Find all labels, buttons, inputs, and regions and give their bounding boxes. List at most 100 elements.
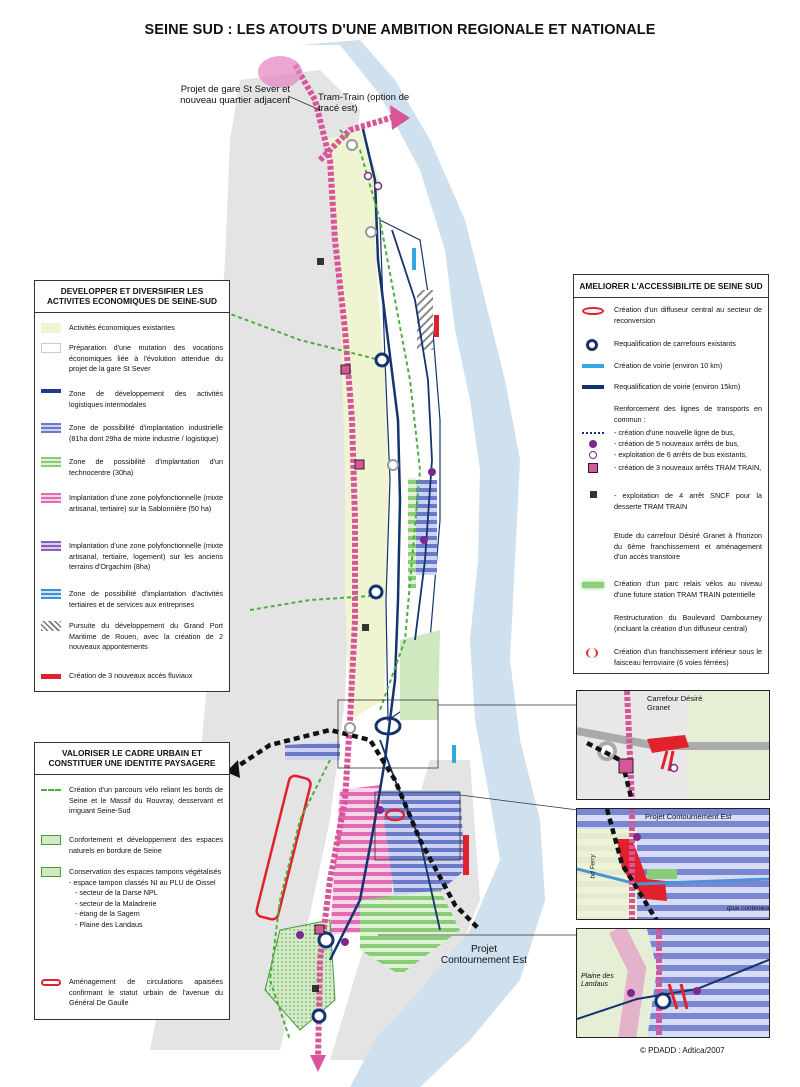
swatch-orgachim — [41, 541, 61, 551]
swatch-diffuseur — [582, 307, 604, 315]
legend-accessibility: AMELIORER L'ACCESSIBILITE DE SEINE SUD C… — [573, 274, 769, 674]
legend-item: Création de 3 nouveaux accès fluviaux — [69, 671, 193, 680]
new-road-1 — [412, 248, 416, 270]
swatch-bike — [41, 789, 61, 793]
label-tram-train: Tram-Train (option de tracé est) — [318, 92, 410, 114]
bus-stop-new-1 — [428, 468, 436, 476]
inset-2-graphic — [577, 809, 769, 919]
gare-st-sever — [258, 56, 302, 88]
swatch-activities — [41, 323, 61, 333]
swatch-natural — [41, 835, 61, 845]
legend-item: Zone de possibilité d'implantation d'un … — [69, 457, 223, 477]
swatch-bus-exist — [589, 451, 597, 459]
road-east — [391, 229, 433, 641]
inset-2-quai: quai conteneur — [727, 905, 770, 912]
legend-item: Création d'un parc relais vélos au nivea… — [614, 579, 762, 599]
label-gare: Projet de gare St Sever et nouveau quart… — [180, 84, 290, 106]
legend-item: - création de 3 nouveaux arrêts TRAM TRA… — [614, 463, 762, 472]
legend-item: Pursuite du développement du Grand Port … — [69, 621, 223, 651]
zone-industrial — [415, 480, 437, 575]
zone-technocentre — [408, 478, 416, 588]
legend-economic: DEVELOPPER ET DIVERSIFIER LES ACTIVITES … — [34, 280, 230, 692]
frame-zoom-1 — [337, 699, 439, 769]
legend-economic-title: DEVELOPPER ET DIVERSIFIER LES ACTIVITES … — [35, 281, 229, 313]
swatch-carrefour — [586, 339, 598, 351]
tram-arrow-south — [310, 1055, 326, 1072]
bike-path-west — [268, 759, 331, 1041]
swatch-new-road — [582, 364, 604, 368]
inset-3-label: Plaine des Landaus — [581, 973, 614, 988]
contournement-route — [230, 727, 482, 932]
swatch-bus-new — [589, 440, 597, 448]
legend-subitem: - secteur de la Maladrerie — [75, 898, 157, 908]
swatch-logistique — [41, 389, 61, 397]
legend-item: Aménagement de circulations apaisées con… — [69, 977, 223, 1007]
tram-stop-2 — [354, 459, 365, 470]
legend-item: Implantation d'une zone polyfonctionnell… — [69, 541, 223, 571]
legend-subitem: - Plaine des Landaus — [75, 919, 143, 929]
fluvial-access-1 — [434, 315, 439, 337]
swatch-fluvial — [41, 674, 61, 679]
legend-subitem: - étang de la Sagem — [75, 909, 140, 918]
fluvial-access-2 — [463, 835, 469, 875]
inset-1-label: Carrefour Désiré Granet — [647, 694, 703, 712]
swatch-franchissement — [586, 648, 598, 658]
legend-tampon-block: Conservation des espaces tampons végétal… — [69, 867, 223, 930]
new-road-2 — [452, 745, 456, 763]
bus-stop-new-3 — [376, 806, 384, 814]
bus-stop-exist-1 — [363, 171, 373, 181]
tram-train-east-option — [317, 112, 401, 163]
legend-item: Préparation d'une mutation des vocations… — [69, 343, 223, 373]
tram-stop-3 — [314, 924, 325, 935]
bus-stop-exist-2 — [373, 181, 383, 191]
swatch-tram-stop — [588, 463, 598, 473]
legend-item: Création de voirie (environ 10 km) — [614, 361, 723, 370]
copyright: © PDADD : Adtica/2007 — [640, 1046, 725, 1055]
swatch-port — [41, 621, 61, 631]
bike-path-2 — [249, 595, 371, 611]
zone-logistique — [285, 742, 340, 760]
label-contournement: Projet Contournement Est — [440, 944, 528, 966]
legend-item: Création d'un franchissement inférieur s… — [614, 647, 762, 667]
leader-gare — [287, 95, 321, 111]
legend-item: Création d'un diffuseur central au secte… — [614, 305, 762, 325]
carrefour-granet — [374, 716, 402, 736]
legend-urban: VALORISER LE CADRE URBAIN ET CONSTITUER … — [34, 742, 230, 1020]
bus-stop-new-4 — [296, 931, 304, 939]
swatch-sncf — [590, 491, 597, 498]
roundabout-3 — [387, 459, 399, 471]
carrefour-requalif-3 — [317, 931, 335, 949]
page-title: SEINE SUD : LES ATOUTS D'UNE AMBITION RE… — [144, 22, 656, 38]
legend-item: Renforcement des lignes de transports en… — [614, 404, 762, 424]
swatch-industrial — [41, 423, 61, 433]
legend-item: Zone de possibilité d'implantation d'act… — [69, 589, 223, 609]
swatch-bus-line — [582, 432, 604, 436]
avenue-apaisee — [255, 774, 312, 921]
legend-item: Restructuration du Boulevard Dambourney … — [614, 613, 762, 633]
inset-plaine-landaus: Plaine des Landaus — [576, 928, 770, 1038]
legend-item: Zone de développement des activités logi… — [69, 389, 223, 409]
swatch-technocentre — [41, 457, 61, 467]
bus-stop-new-5 — [341, 938, 349, 946]
swatch-parc-velos — [582, 582, 604, 588]
swatch-tertiaire — [41, 589, 61, 599]
bike-path — [224, 311, 381, 361]
frame-zoom-2 — [374, 791, 461, 861]
legend-item: Activités économiques existantes — [69, 323, 175, 332]
roundabout-2 — [365, 226, 377, 238]
sncf-stop-3 — [312, 985, 319, 992]
river-seine — [300, 40, 545, 1087]
roundabout-1 — [346, 139, 358, 151]
inset-1-graphic — [577, 691, 769, 799]
diffuseur-central — [384, 808, 406, 822]
inset-2-bd: bd Ferry — [589, 854, 597, 879]
inset-3-graphic — [577, 929, 769, 1037]
zone-polyfonctionnelle — [330, 785, 395, 935]
sncf-stop-2 — [362, 624, 369, 631]
tram-train-line — [292, 63, 358, 1061]
zone-green-north — [400, 630, 440, 720]
carrefour-requalif-1 — [374, 352, 390, 368]
swatch-apaise — [41, 979, 61, 986]
inset-contournement: Projet Contournement Est quai conteneur … — [576, 808, 770, 920]
road-south — [379, 739, 441, 931]
